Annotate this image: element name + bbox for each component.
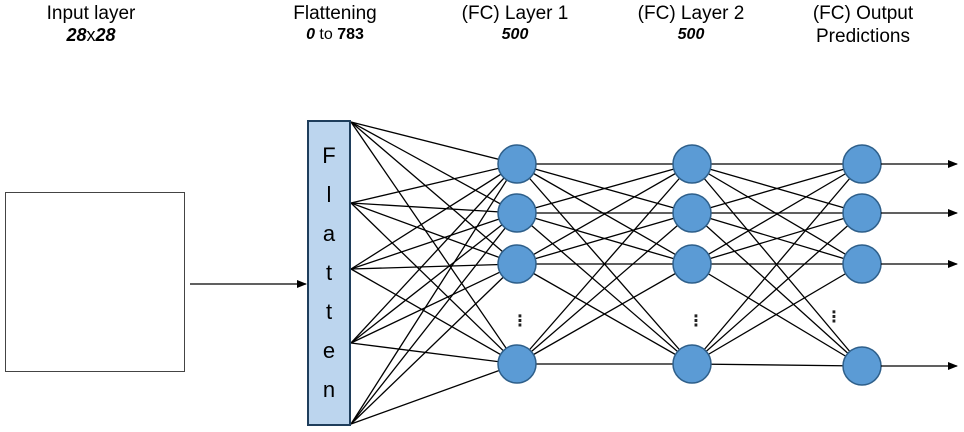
flattening-title: Flattening: [293, 3, 377, 24]
edge-flatten-fc1: [350, 342, 518, 365]
fc2-node: [672, 193, 712, 233]
flatten-letter: t: [325, 259, 333, 285]
flatten-letter: a: [322, 220, 336, 246]
edge-fc1-fc2: [516, 212, 693, 365]
input-layer-title: Input layer: [46, 3, 136, 24]
edge-flatten-fc1: [350, 163, 518, 270]
flatten-letter: l: [326, 181, 332, 207]
fc-layer-2-size: 500: [677, 26, 705, 43]
connection-lines: [350, 121, 863, 425]
flatten-letter: t: [325, 299, 333, 325]
edge-flatten-fc1: [350, 202, 518, 265]
output-arrows: [881, 160, 958, 370]
fc-layer-2-header: (FC) Layer 2 500: [606, 2, 776, 45]
edge-fc2-output: [691, 212, 863, 265]
output-title-line1: (FC) Output: [812, 3, 914, 24]
output-node: [842, 244, 882, 284]
edge-flatten-fc1: [350, 163, 518, 425]
edge-fc2-output: [691, 163, 863, 365]
input-layer-dimensions: 28x28: [66, 25, 116, 45]
fc2-node: [672, 144, 712, 184]
edge-fc2-output: [691, 363, 863, 367]
edge-flatten-fc1: [350, 163, 518, 204]
fc1-node: [497, 144, 537, 184]
edge-flatten-fc1: [350, 212, 518, 270]
output-node: [842, 144, 882, 184]
input-image-frame: [5, 192, 185, 372]
edge-flatten-fc1: [350, 202, 518, 365]
edge-flatten-fc1: [350, 263, 518, 344]
edge-fc2-output: [691, 212, 863, 365]
flatten-block: F l a t t e n: [307, 120, 351, 426]
neuron-nodes: [497, 144, 882, 386]
edge-fc2-output: [691, 263, 863, 365]
fc1-ellipsis: ⋮: [512, 313, 528, 330]
flattening-header: Flattening 0 to 783: [260, 2, 410, 45]
flatten-letter: e: [322, 338, 336, 364]
edge-fc1-fc2: [516, 163, 693, 265]
output-title-line2: Predictions: [816, 26, 910, 47]
edge-flatten-fc1: [350, 263, 518, 425]
output-layer-header: (FC) Output Predictions: [778, 2, 948, 48]
output-node: [842, 346, 882, 386]
edge-flatten-fc1: [350, 121, 518, 165]
flatten-letter: n: [322, 377, 336, 403]
fc2-node: [672, 244, 712, 284]
fc-layer-1-header: (FC) Layer 1 500: [430, 2, 600, 45]
input-layer-header: Input layer 28x28: [0, 2, 182, 45]
edge-flatten-fc1: [350, 121, 518, 214]
fc-layer-2-title: (FC) Layer 2: [637, 3, 745, 24]
output-node: [842, 193, 882, 233]
edge-flatten-fc1: [350, 202, 518, 214]
fc-layer-1-title: (FC) Layer 1: [461, 3, 569, 24]
output-ellipsis: ⋮: [826, 309, 842, 326]
fc-layer-1-size: 500: [501, 26, 529, 43]
edge-flatten-fc1: [350, 212, 518, 344]
edge-flatten-fc1: [350, 212, 518, 425]
edge-fc1-fc2: [516, 163, 693, 214]
fc1-node: [497, 344, 537, 384]
flattening-range: 0 to 783: [306, 26, 364, 43]
edge-flatten-fc1: [350, 268, 518, 365]
edge-flatten-fc1: [350, 263, 518, 270]
edge-flatten-fc1: [350, 121, 518, 265]
edge-fc1-fc2: [516, 263, 693, 365]
flatten-letter: F: [322, 142, 336, 168]
edge-fc2-output: [691, 263, 863, 367]
fc2-ellipsis: ⋮: [688, 313, 704, 330]
fc1-node: [497, 193, 537, 233]
edge-fc2-output: [691, 163, 863, 265]
edge-flatten-fc1: [350, 121, 518, 365]
edge-fc1-fc2: [516, 163, 693, 365]
edge-fc1-fc2: [516, 212, 693, 265]
edge-flatten-fc1: [350, 363, 518, 425]
fc1-node: [497, 244, 537, 284]
fc2-node: [672, 344, 712, 384]
edge-fc2-output: [691, 212, 863, 367]
edge-fc2-output: [691, 163, 863, 214]
edge-flatten-fc1: [350, 163, 518, 344]
